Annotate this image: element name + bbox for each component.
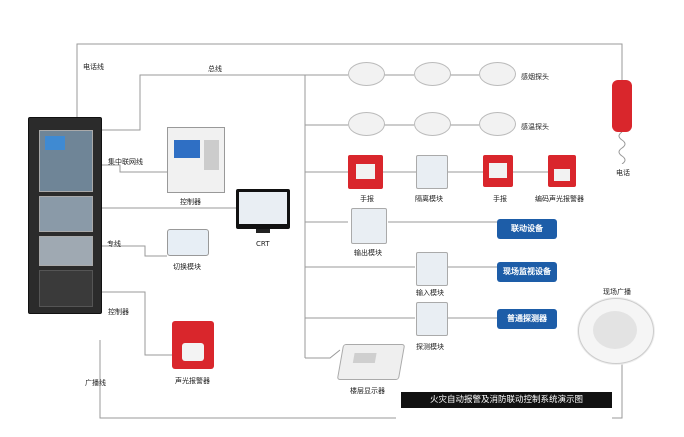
manual-alarm-2-window (489, 163, 507, 178)
label-dedicated-line: 专线 (107, 240, 121, 248)
detection-module-device (416, 302, 448, 336)
label-phone-line: 电话线 (83, 63, 104, 71)
heat-detector-2 (414, 112, 451, 136)
label-broadcast-speaker: 现场广播 (603, 288, 631, 296)
label-switch-module: 切换模块 (173, 263, 201, 271)
phone-cord (618, 132, 626, 164)
coded-alarm-lens (554, 169, 570, 181)
cabinet-base (39, 270, 93, 307)
label-broadcast-line: 广播线 (85, 379, 106, 387)
crt-screen (239, 192, 287, 224)
manual-alarm-button-1 (348, 155, 383, 189)
controller-keypad (204, 140, 219, 170)
phone-device (612, 80, 632, 132)
smoke-detector-1 (348, 62, 385, 86)
label-floor-display: 楼层显示器 (350, 387, 385, 395)
cabinet-panel-lower (39, 236, 93, 266)
label-coded-alarm: 编码声光报警器 (535, 195, 584, 203)
sound-light-alarm (172, 321, 214, 369)
onsite-monitor-button[interactable]: 现场监视设备 (497, 262, 557, 282)
floor-display-screen (352, 353, 377, 363)
label-detection-module: 探测模块 (416, 343, 444, 351)
smoke-detector-2 (414, 62, 451, 86)
label-input-module: 输入模块 (416, 289, 444, 297)
manual-alarm-button-2 (483, 155, 513, 187)
label-phone: 电话 (616, 169, 630, 177)
smoke-detector-3 (479, 62, 516, 86)
controller-screen (174, 140, 200, 158)
manual-alarm-1-window (356, 164, 375, 179)
coded-sound-light-alarm (548, 155, 576, 187)
label-heat-detector: 感温探头 (521, 123, 549, 131)
label-output-module: 输出模块 (354, 249, 382, 257)
label-manual-alarm-2: 手报 (493, 195, 507, 203)
linkage-device-button[interactable]: 联动设备 (497, 219, 557, 239)
normal-detector-button[interactable]: 普通探测器 (497, 309, 557, 329)
cabinet-keypad (39, 196, 93, 232)
input-module-device (416, 252, 448, 286)
diagram-title-banner: 火灾自动报警及消防联动控制系统演示图 (401, 392, 612, 408)
heat-detector-3 (479, 112, 516, 136)
crt-monitor (236, 189, 290, 229)
label-central-network: 集中联网线 (108, 158, 143, 166)
label-sound-light-alarm: 声光报警器 (175, 377, 210, 385)
isolation-module-device (416, 155, 448, 189)
crt-stand (256, 229, 270, 233)
label-bus: 总线 (208, 65, 222, 73)
label-crt: CRT (256, 240, 270, 248)
heat-detector-1 (348, 112, 385, 136)
label-manual-alarm-1: 手报 (360, 195, 374, 203)
broadcast-speaker (578, 298, 654, 364)
label-controller: 控制器 (180, 198, 201, 206)
floor-display-device (336, 344, 406, 380)
sound-light-alarm-lens (182, 343, 204, 361)
label-isolation-module: 隔离模块 (415, 195, 443, 203)
controller-device (167, 127, 225, 193)
switch-module (167, 229, 209, 256)
fire-alarm-control-cabinet (28, 117, 102, 314)
label-control: 控制器 (108, 308, 129, 316)
cabinet-screen (45, 136, 65, 150)
label-smoke-detector: 感烟探头 (521, 73, 549, 81)
speaker-grille (593, 311, 637, 349)
output-module-device (351, 208, 387, 244)
